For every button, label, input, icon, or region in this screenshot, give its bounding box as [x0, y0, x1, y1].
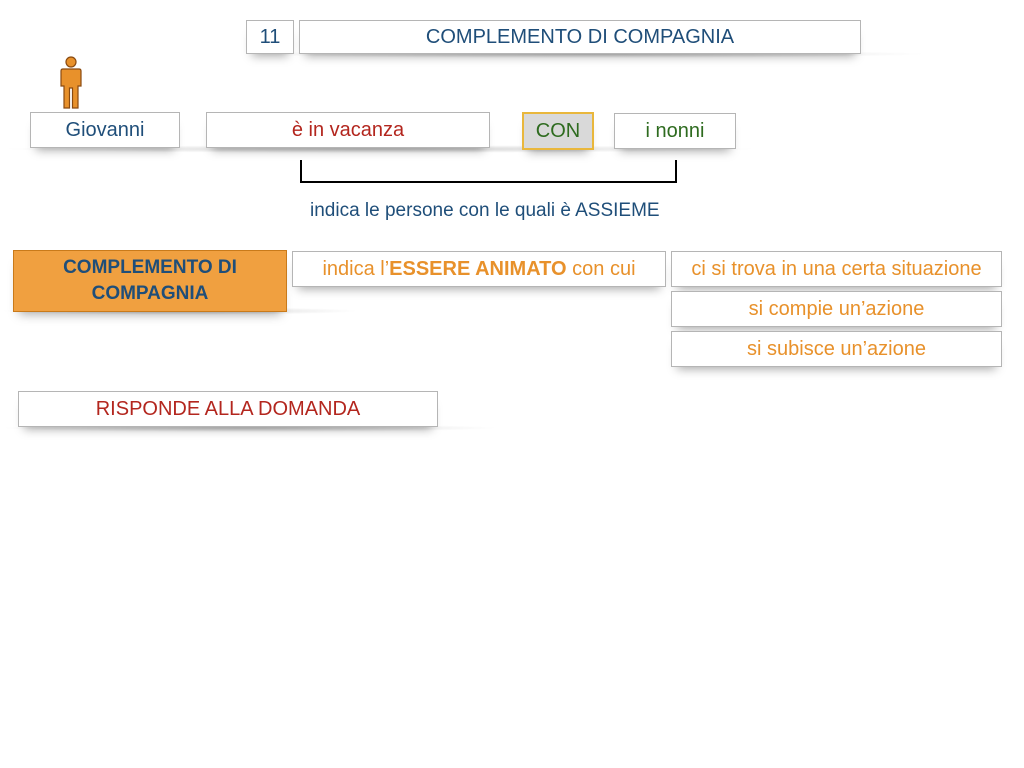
option-text-2: si compie un’azione	[748, 297, 925, 320]
option-text-3: si subisce un’azione	[747, 337, 926, 360]
definition-emphasis: ESSERE ANIMATO	[389, 257, 567, 280]
slide-number-text: 11	[259, 25, 281, 48]
preposition-box: CON	[522, 112, 594, 150]
question-prompt-text: RISPONDE ALLA DOMANDA	[95, 397, 361, 420]
definition-text-box: indica l’ESSERE ANIMATO con cui	[292, 251, 666, 287]
definition-suffix: con cui	[566, 257, 636, 280]
bracket-connector	[300, 160, 677, 183]
slide-number: 11	[246, 20, 294, 54]
subject-box: Giovanni	[30, 112, 180, 148]
subject-text: Giovanni	[65, 118, 145, 141]
option-box-2: si compie un’azione	[671, 291, 1002, 327]
page-title: COMPLEMENTO DI COMPAGNIA	[299, 20, 861, 54]
definition-prefix: indica l’	[322, 257, 390, 280]
question-prompt-box: RISPONDE ALLA DOMANDA	[18, 391, 438, 427]
option-box-1: ci si trova in una certa situazione	[671, 251, 1002, 287]
definition-label-box: COMPLEMENTO DI COMPAGNIA	[13, 250, 287, 312]
verb-text: è in vacanza	[291, 118, 405, 141]
complement-box: i nonni	[614, 113, 736, 149]
option-text-1: ci si trova in una certa situazione	[691, 257, 982, 280]
page-title-text: COMPLEMENTO DI COMPAGNIA	[425, 25, 735, 48]
option-box-3: si subisce un’azione	[671, 331, 1002, 367]
definition-label-text: COMPLEMENTO DI COMPAGNIA	[63, 257, 237, 304]
person-icon	[59, 56, 83, 110]
preposition-text: CON	[535, 119, 581, 142]
verb-box: è in vacanza	[206, 112, 490, 148]
complement-text: i nonni	[645, 119, 705, 142]
explanation-text: indica le persone con le quali è ASSIEME	[310, 200, 660, 221]
